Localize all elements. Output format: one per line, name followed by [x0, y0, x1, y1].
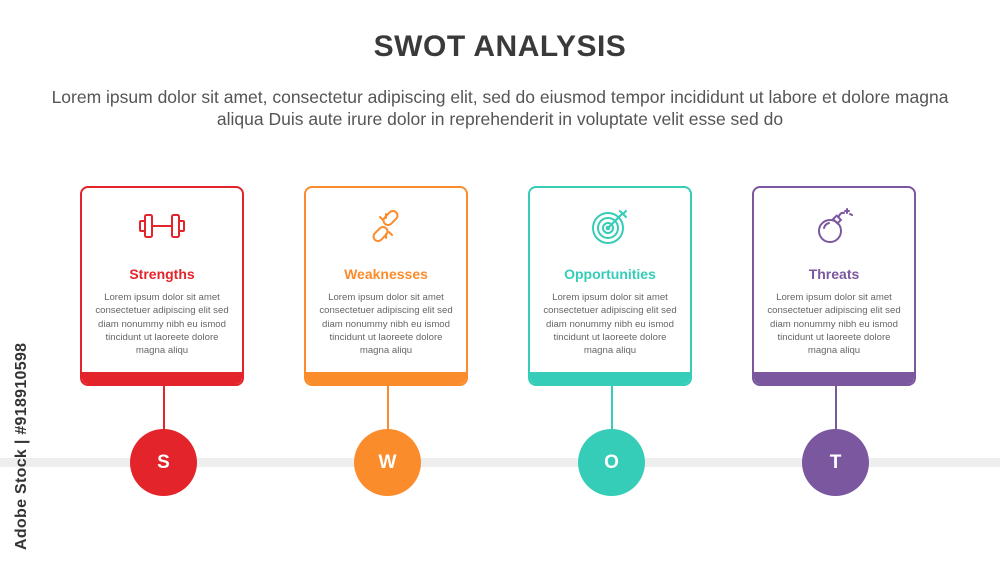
connector-line — [163, 386, 165, 430]
swot-card-weaknesses: Weaknesses Lorem ipsum dolor sit amet co… — [304, 186, 468, 386]
card-footer-bar — [82, 372, 242, 384]
connector-line — [835, 386, 837, 430]
connector-line — [611, 386, 613, 430]
target-arrow-icon — [530, 206, 690, 246]
connector-line — [387, 386, 389, 430]
circle-letter: T — [829, 451, 842, 473]
stock-watermark: Adobe Stock | #918910598 — [13, 342, 30, 550]
circle-letter: W — [378, 451, 397, 473]
swot-card-strengths: Strengths Lorem ipsum dolor sit amet con… — [80, 186, 244, 386]
letter-circle-s: S — [130, 429, 197, 496]
card-description: Lorem ipsum dolor sit amet consectetuer … — [767, 292, 901, 357]
page-title: SWOT ANALYSIS — [373, 30, 627, 63]
page-subtitle: Lorem ipsum dolor sit amet, consectetur … — [51, 87, 949, 129]
letter-circle-o: O — [578, 429, 645, 496]
swot-card-opportunities: Opportunities Lorem ipsum dolor sit amet… — [528, 186, 692, 386]
card-description: Lorem ipsum dolor sit amet consectetuer … — [95, 292, 229, 357]
letter-circle-w: W — [354, 429, 421, 496]
letter-circle-t: T — [802, 429, 869, 496]
card-description: Lorem ipsum dolor sit amet consectetuer … — [543, 292, 677, 357]
circle-letter: O — [604, 451, 619, 473]
broken-chain-icon — [306, 206, 466, 246]
card-title: Threats — [808, 266, 860, 282]
card-footer-bar — [306, 372, 466, 384]
swot-card-threats: Threats Lorem ipsum dolor sit amet conse… — [752, 186, 916, 386]
card-title: Strengths — [129, 266, 195, 282]
circle-letter: S — [157, 451, 170, 473]
card-footer-bar — [530, 372, 690, 384]
card-title: Weaknesses — [344, 266, 428, 282]
timeline-line — [0, 458, 1000, 467]
bomb-icon — [754, 206, 914, 246]
card-description: Lorem ipsum dolor sit amet consectetuer … — [319, 292, 453, 357]
card-footer-bar — [754, 372, 914, 384]
card-title: Opportunities — [564, 266, 656, 282]
dumbbell-icon — [82, 206, 242, 246]
